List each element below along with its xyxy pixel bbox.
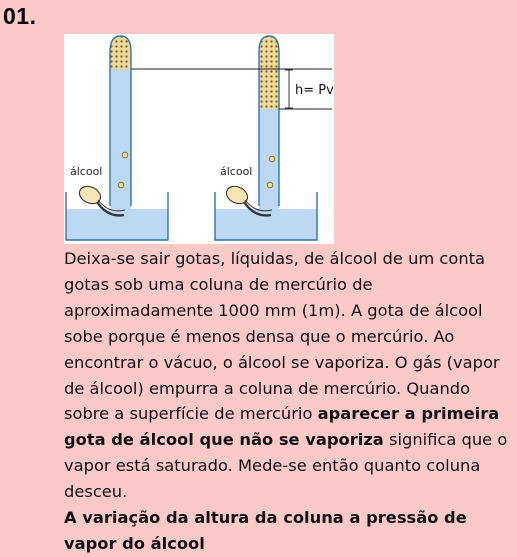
question-number: 01. xyxy=(3,3,37,29)
right-mercury-trough xyxy=(215,109,317,240)
paragraph-emphasis: aparecer a primeira gota de álcool que n… xyxy=(64,404,500,450)
paragraph-text-end: significa que o vapor está saturado. Med… xyxy=(64,430,508,502)
left-alcohol-label: álcool xyxy=(70,165,102,178)
left-alcohol-drop-2 xyxy=(117,181,125,189)
right-alcohol-drop-1 xyxy=(268,155,276,163)
right-alcohol-label: álcool xyxy=(220,165,252,178)
left-vapor-top xyxy=(110,36,131,69)
left-apparatus: álcool xyxy=(65,35,169,241)
explanation-paragraph: Deixa-se sair gotas, líquidas, de álcool… xyxy=(64,246,512,505)
explanation-text: Deixa-se sair gotas, líquidas, de álcool… xyxy=(64,246,512,557)
left-trough-outline xyxy=(65,192,169,241)
left-dropper xyxy=(78,185,126,217)
conclusion-text: A variação da altura da coluna a pressão… xyxy=(64,508,467,553)
left-mercury-trough xyxy=(66,69,168,240)
height-label: h= Pv xyxy=(295,83,334,98)
right-vapor-top xyxy=(259,36,279,109)
right-dropper xyxy=(225,185,273,217)
barometer-figure: álcool álcool xyxy=(64,34,334,244)
right-alcohol-drop-2 xyxy=(266,181,274,189)
left-alcohol-drop-1 xyxy=(121,151,129,159)
right-apparatus: álcool xyxy=(214,35,318,241)
right-trough-outline xyxy=(214,192,318,241)
paragraph-text-start: Deixa-se sair gotas, líquidas, de álcool… xyxy=(64,249,500,424)
right-tube-outline xyxy=(258,35,280,206)
left-tube-outline xyxy=(109,35,132,206)
height-marker xyxy=(285,69,293,109)
